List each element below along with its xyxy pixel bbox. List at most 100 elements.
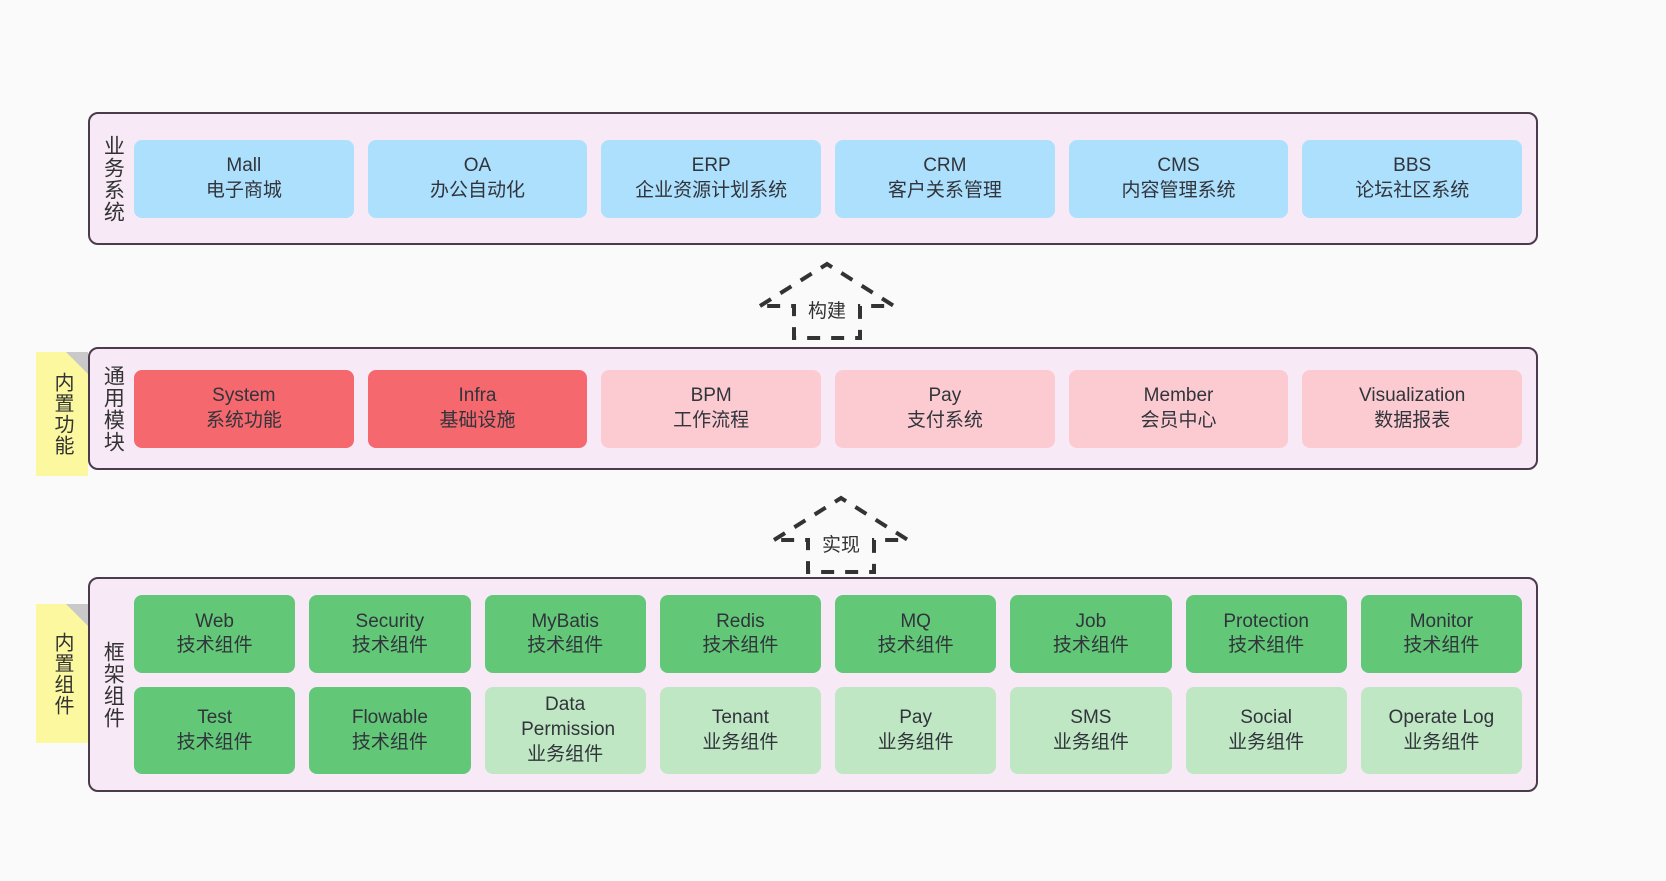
card-title-en: MyBatis [531,610,599,632]
layer-common-modules: 通用模块 System 系统功能 Infra 基础设施 BPM 工作流程 Pay… [88,347,1538,470]
card-title-cn: 工作流程 [673,409,750,431]
card-test[interactable]: Test 技术组件 [134,687,296,774]
card-title-cn: 内容管理系统 [1121,179,1236,201]
build-arrow: 构建 [752,258,902,344]
card-title-cn: 技术组件 [1403,635,1480,657]
card-title-en: Member [1143,384,1214,406]
card-title-cn: 业务组件 [527,743,604,765]
card-title-cn: 技术组件 [351,635,428,657]
card-title-en: Mall [226,154,262,176]
folded-corner-icon [66,604,88,626]
card-data-permission[interactable]: Data Permission 业务组件 [484,687,646,774]
card-title-cn: 技术组件 [176,731,253,753]
card-title-en: BBS [1393,154,1432,176]
implement-arrow: 实现 [766,492,916,578]
card-social[interactable]: Social 业务组件 [1185,687,1347,774]
sticky-note-builtin-functions: 内置功能 [36,352,88,476]
folded-corner-icon [66,352,88,374]
layer-title-business-systems: 业务系统 [101,134,125,223]
card-title-en: CRM [923,154,967,176]
card-mybatis[interactable]: MyBatis 技术组件 [484,595,646,674]
card-title-cn: 支付系统 [906,409,983,431]
card-flowable[interactable]: Flowable 技术组件 [309,687,471,774]
card-title-en: Monitor [1409,610,1474,632]
card-title-en: OA [463,154,492,176]
card-title-en: Pay [928,384,962,406]
sticky-note-label: 内置组件 [51,631,73,716]
layer-title-common-modules: 通用模块 [101,364,125,453]
card-pay-module[interactable]: Pay 支付系统 [835,369,1055,448]
card-title-en: Pay [899,706,932,728]
card-sms[interactable]: SMS 业务组件 [1010,687,1172,774]
card-title-cn: 技术组件 [1228,635,1305,657]
card-title-cn: 技术组件 [877,635,954,657]
card-title-en: Web [195,610,234,632]
card-tenant[interactable]: Tenant 业务组件 [659,687,821,774]
card-title-en: Data Permission [521,694,616,741]
card-title-en: Flowable [351,706,428,728]
card-title-cn: 技术组件 [176,635,253,657]
framework-row-technical: Web 技术组件 Security 技术组件 MyBatis 技术组件 Redi… [134,595,1522,674]
card-title-en: Social [1240,706,1292,728]
card-protection[interactable]: Protection 技术组件 [1185,595,1347,674]
layer-business-systems: 业务系统 Mall 电子商城 OA 办公自动化 ERP 企业资源计划系统 CRM… [88,112,1538,245]
card-container-framework-components: Web 技术组件 Security 技术组件 MyBatis 技术组件 Redi… [134,579,1536,790]
card-title-cn: 业务组件 [1403,731,1480,753]
card-title-en: BPM [690,384,732,406]
card-cms[interactable]: CMS 内容管理系统 [1068,139,1289,218]
framework-row-business: Test 技术组件 Flowable 技术组件 Data Permission … [134,687,1522,774]
card-title-cn: 技术组件 [351,731,428,753]
card-bpm[interactable]: BPM 工作流程 [601,369,822,448]
card-security[interactable]: Security 技术组件 [309,595,471,674]
layer-title-framework-components: 框架组件 [101,640,125,729]
card-title-cn: 电子商城 [205,179,282,201]
card-title-cn: 业务组件 [702,731,779,753]
sticky-note-builtin-components: 内置组件 [36,604,88,743]
card-container-common-modules: System 系统功能 Infra 基础设施 BPM 工作流程 Pay 支付系统… [134,349,1536,468]
implement-arrow-label: 实现 [818,530,864,557]
card-infra[interactable]: Infra 基础设施 [367,369,588,448]
card-title-cn: 业务组件 [1052,731,1129,753]
card-title-cn: 系统功能 [205,409,282,431]
card-erp[interactable]: ERP 企业资源计划系统 [601,139,822,218]
card-title-en: SMS [1070,706,1112,728]
card-oa[interactable]: OA 办公自动化 [367,139,588,218]
card-title-en: Job [1075,610,1107,632]
card-title-cn: 业务组件 [1228,731,1305,753]
card-crm[interactable]: CRM 客户关系管理 [835,139,1055,218]
card-title-en: Tenant [711,706,769,728]
card-monitor[interactable]: Monitor 技术组件 [1360,595,1522,674]
card-title-en: Infra [458,384,497,406]
card-title-cn: 技术组件 [527,635,604,657]
card-mall[interactable]: Mall 电子商城 [134,139,354,218]
card-title-cn: 企业资源计划系统 [635,179,788,201]
card-title-en: MQ [900,610,931,632]
card-title-en: Visualization [1359,384,1466,406]
implement-arrow-glyph [767,495,915,574]
card-pay-component[interactable]: Pay 业务组件 [835,687,997,774]
card-title-en: CMS [1157,154,1200,176]
card-job[interactable]: Job 技术组件 [1010,595,1172,674]
layer-framework-components: 框架组件 Web 技术组件 Security 技术组件 MyBatis 技术组件… [88,577,1538,792]
card-visualization[interactable]: Visualization 数据报表 [1302,369,1523,448]
card-title-cn: 技术组件 [1052,635,1129,657]
card-title-en: ERP [691,154,731,176]
card-web[interactable]: Web 技术组件 [134,595,296,674]
build-arrow-label: 构建 [804,296,850,323]
card-system[interactable]: System 系统功能 [134,369,354,448]
card-operate-log[interactable]: Operate Log 业务组件 [1360,687,1522,774]
card-title-cn: 客户关系管理 [887,179,1002,201]
card-title-cn: 会员中心 [1140,409,1217,431]
card-container-business-systems: Mall 电子商城 OA 办公自动化 ERP 企业资源计划系统 CRM 客户关系… [134,114,1536,243]
card-bbs[interactable]: BBS 论坛社区系统 [1302,139,1523,218]
card-member[interactable]: Member 会员中心 [1068,369,1289,448]
card-title-en: System [212,384,276,406]
card-redis[interactable]: Redis 技术组件 [659,595,821,674]
card-mq[interactable]: MQ 技术组件 [835,595,997,674]
card-title-cn: 业务组件 [877,731,954,753]
build-arrow-glyph [753,261,901,340]
card-title-cn: 办公自动化 [430,179,526,201]
card-title-cn: 基础设施 [439,409,516,431]
card-title-en: Redis [716,610,765,632]
